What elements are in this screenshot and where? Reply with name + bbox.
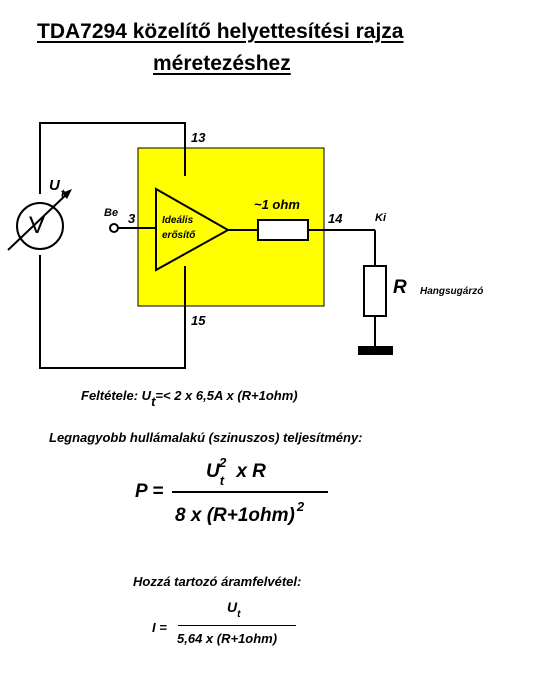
- series-resistor-label: ~1 ohm: [254, 197, 300, 212]
- power-lhs: P =: [135, 481, 164, 502]
- series-resistor-icon: [257, 219, 309, 241]
- pin-14-label: 14: [328, 211, 343, 226]
- current-lhs: I =: [152, 620, 167, 635]
- load-resistor-icon: [363, 265, 387, 317]
- pin-15-label: 15: [191, 313, 206, 328]
- ground-icon: [358, 346, 393, 355]
- condition-text: Feltétele: Ut=< 2 x 6,5A x (R+1ohm): [81, 388, 298, 409]
- voltmeter-symbol: V: [29, 212, 46, 239]
- power-denominator: 8 x (R+1ohm)2: [175, 499, 305, 526]
- power-heading: Legnagyobb hullámalakú (szinuszos) telje…: [49, 430, 363, 445]
- voltmeter-icon: [16, 202, 64, 250]
- amplifier-label-2: erősítő: [162, 230, 196, 241]
- voltmeter-arrow: [7, 190, 71, 251]
- supply-wire-top: [39, 122, 186, 194]
- input-terminal-icon: [109, 223, 119, 233]
- page-title-line-1: TDA7294 közelítő helyettesítési rajza: [37, 20, 404, 43]
- pin-3-label: 3: [128, 211, 136, 226]
- input-label: Be: [104, 207, 119, 219]
- power-fraction-line: [172, 491, 328, 493]
- voltage-label: Ut: [49, 177, 65, 200]
- pin-13-label: 13: [191, 130, 206, 145]
- page-title-line-2: méretezéshez: [153, 52, 291, 75]
- current-heading: Hozzá tartozó áramfelvétel:: [133, 574, 302, 589]
- supply-wire-bottom: [39, 255, 186, 369]
- current-numerator: Ut: [227, 599, 241, 620]
- output-label: Ki: [375, 212, 386, 224]
- speaker-label: Hangsugárzó: [420, 286, 484, 297]
- current-denominator: 5,64 x (R+1ohm): [177, 631, 278, 646]
- current-fraction-line: [178, 625, 296, 626]
- amplifier-triangle-icon: [155, 187, 231, 272]
- amplifier-label-1: Ideális: [162, 215, 194, 226]
- load-resistor-label: R: [393, 277, 407, 298]
